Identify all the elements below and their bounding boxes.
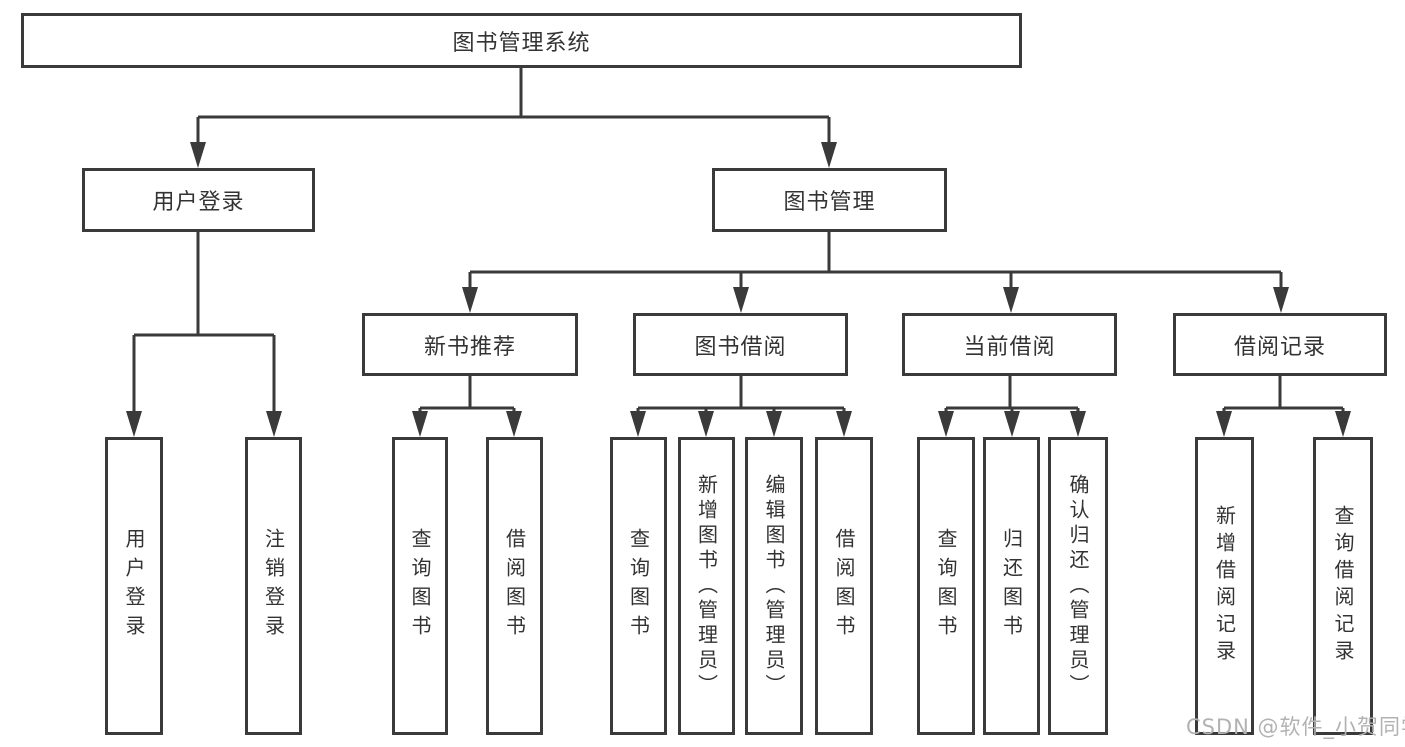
leaf-br-query-record: 查询借阅记录: [1313, 437, 1373, 735]
leaf-nb-query-book: 查询图书: [392, 437, 448, 735]
node-book-borrowing: 图书借阅: [633, 313, 848, 376]
node-borrowing-records: 借阅记录: [1173, 313, 1387, 376]
csdn-watermark: CSDN @软件_小贺同学: [1186, 715, 1405, 739]
node-root: 图书管理系统: [21, 13, 1022, 68]
leaf-bb-edit-book-admin: 编辑图书（管理员）: [745, 437, 803, 735]
node-book-management: 图书管理: [712, 168, 947, 232]
leaf-nb-borrow-book: 借阅图书: [486, 437, 543, 735]
leaf-bb-borrow-book: 借阅图书: [815, 437, 873, 735]
leaf-user-login: 用户登录: [105, 437, 163, 735]
leaf-br-add-record: 新增借阅记录: [1195, 437, 1254, 735]
leaf-logout: 注销登录: [245, 437, 302, 735]
leaf-cb-query-book: 查询图书: [917, 437, 975, 735]
leaf-cb-return-book: 归还图书: [983, 437, 1040, 735]
node-new-book-recommendation: 新书推荐: [362, 313, 578, 376]
leaf-bb-query-book: 查询图书: [610, 437, 667, 735]
leaf-cb-confirm-return-admin: 确认归还（管理员）: [1048, 437, 1108, 735]
node-current-borrowing: 当前借阅: [902, 313, 1117, 376]
node-user-login: 用户登录: [82, 168, 315, 232]
leaf-bb-add-book-admin: 新增图书（管理员）: [678, 437, 735, 735]
